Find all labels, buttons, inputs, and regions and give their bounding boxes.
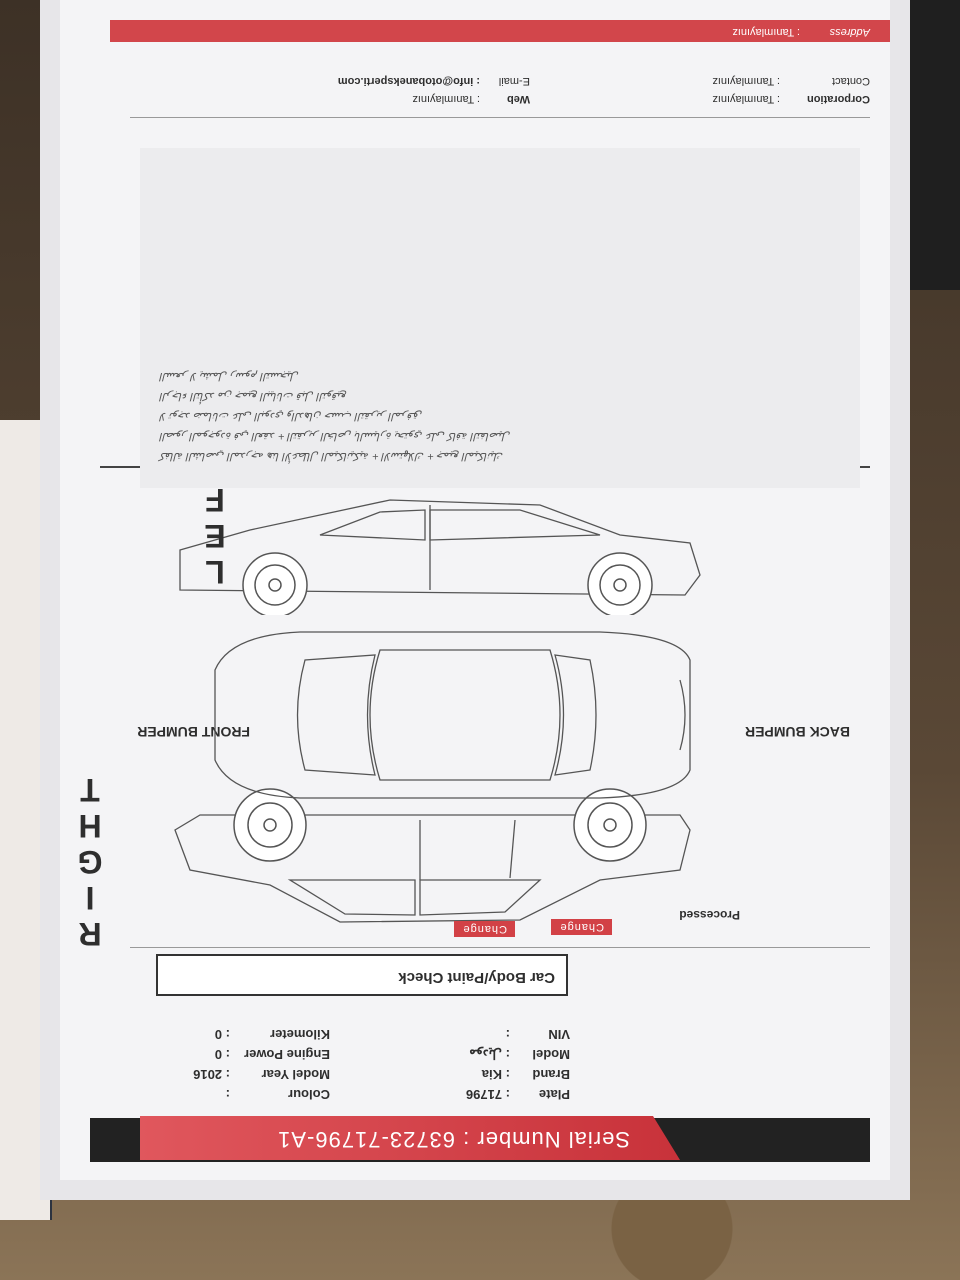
serial-value: 63723-71796-A1: [277, 1127, 456, 1152]
vin-value: :: [505, 1027, 510, 1042]
corporation-value: : Tanımlayınız: [712, 93, 780, 105]
back-bumper-label: BACK BUMPER: [745, 724, 850, 740]
engine-label: Engine Power: [244, 1047, 330, 1062]
rear-wheel-left: [242, 552, 308, 615]
divider: [130, 947, 870, 948]
email-value: : info@otobaneksperti.com: [337, 75, 480, 87]
plate-label: Plate: [538, 1087, 570, 1102]
year-label: Model Year: [261, 1067, 330, 1082]
letter-l: L: [205, 554, 225, 590]
model-value: : موديل: [469, 1047, 510, 1062]
divider-footer: [130, 117, 870, 118]
km-label: Kilometer: [270, 1027, 330, 1042]
report-content-upside-down: Serial Number : 63723-71796-A1 Plate : 7…: [60, 0, 890, 1180]
letter-r: R: [78, 916, 102, 952]
note-line-4: الرجاء التأكد من جميع البيانات قبل التوق…: [160, 390, 347, 402]
note-line-1: كفالة الشاصي المدرجه هنا الأعطال الميكان…: [160, 450, 504, 462]
colour-label: Colour: [288, 1087, 330, 1102]
brand-value: : Kia: [481, 1067, 510, 1082]
car-top-view-diagram: [214, 631, 691, 799]
contact-label: Contact: [832, 75, 870, 87]
corporation-label: Corporation: [807, 93, 870, 105]
engine-value: : 0: [214, 1047, 230, 1062]
letter-i: I: [85, 880, 95, 916]
note-line-3: لا توجد ضمانات على البودي والدهان حسب ال…: [160, 410, 423, 422]
vin-label: VIN: [548, 1027, 570, 1042]
web-value: : Tanımlayınız: [412, 93, 480, 105]
rear-wheel-right: [233, 788, 307, 862]
address-label: Address: [829, 26, 870, 38]
model-label: Model: [532, 1047, 570, 1062]
letter-h: H: [78, 808, 102, 844]
change-tag-front: Change: [551, 919, 612, 935]
serial-number: Serial Number : 63723-71796-A1: [277, 1127, 630, 1152]
plate-value: : 71796: [465, 1087, 510, 1102]
change-tag-door: Change: [454, 921, 515, 937]
year-value: : 2016: [193, 1067, 230, 1082]
car-left-side-diagram: [179, 499, 701, 615]
notes-area: كفالة الشاصي المدرجه هنا الأعطال الميكان…: [140, 148, 860, 488]
inspection-report-page: Serial Number : 63723-71796-A1 Plate : 7…: [60, 0, 890, 1180]
brand-label: Brand: [532, 1067, 570, 1082]
car-right-side-diagram: [174, 788, 691, 923]
note-line-5: السعر لا يشمل رسوم التسجيل: [160, 370, 299, 382]
contact-value: : Tanımlayınız: [712, 75, 780, 87]
email-label: E-mail: [498, 75, 530, 87]
right-side-label: R I G H T: [70, 772, 110, 952]
letter-e: E: [204, 518, 226, 554]
web-label: Web: [506, 93, 530, 105]
colour-value: :: [225, 1087, 230, 1102]
letter-t: T: [80, 772, 100, 808]
note-line-2: الصور الموجودة في العقد + التقرير الخاص …: [160, 430, 511, 442]
front-wheel-right: [573, 788, 647, 862]
address-value: : Tanımlayınız: [732, 26, 800, 38]
processed-tag: Processed: [679, 908, 740, 922]
front-wheel-left: [587, 552, 653, 615]
section-title: Car Body/Paint Check: [398, 969, 555, 986]
letter-g: G: [77, 844, 103, 880]
footer-address-bar: Address : Tanımlayınız: [110, 20, 890, 42]
serial-label: Serial Number: [476, 1127, 630, 1152]
km-value: : 0: [214, 1027, 230, 1042]
